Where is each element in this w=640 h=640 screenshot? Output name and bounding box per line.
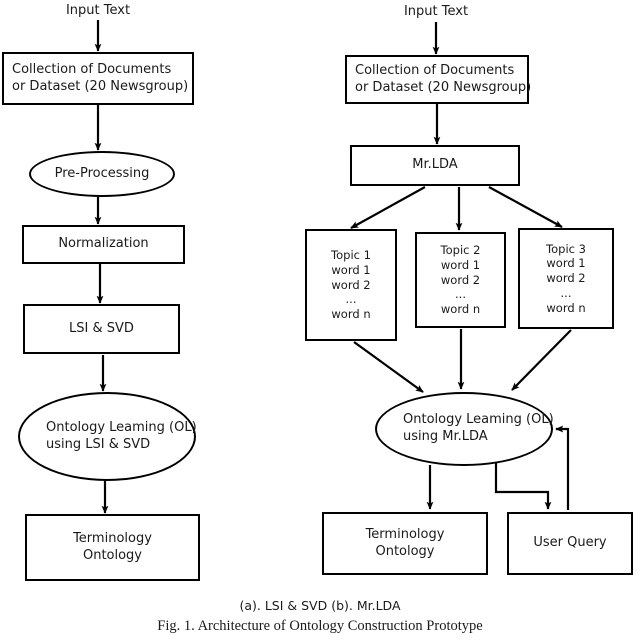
topic1-line-0: Topic 1: [331, 248, 371, 263]
topic1-line-2: word 2: [331, 277, 371, 292]
collection-a-line2: or Dataset (20 Newsgroup): [12, 78, 189, 94]
topic3-line-4: word n: [546, 300, 586, 315]
input-text-label-a: Input Text: [48, 1, 148, 21]
ontology-learning-b-line1: Ontology Leaming (OL): [403, 412, 554, 428]
topic3-line-2: word 2: [546, 271, 586, 286]
edge-topic1-to-ontology: [353, 341, 424, 393]
input-text-label-b: Input Text: [386, 2, 486, 22]
terminology-ontology-box-a[interactable]: Terminology Ontology: [25, 514, 200, 581]
topic2-line-1: word 1: [440, 257, 481, 272]
edge-topic3-to-ontology: [511, 329, 572, 391]
ontology-learning-ellipse-a[interactable]: Ontology Leaming (OL) using LSI & SVD: [18, 392, 197, 481]
ontology-learning-a-line1: Ontology Leaming (OL): [46, 419, 197, 435]
topic2-line-2: word 2: [440, 272, 481, 287]
input-text-b-text: Input Text: [403, 3, 469, 19]
topic2-line-3: ...: [455, 287, 466, 302]
user-query-box-b[interactable]: User Query: [507, 512, 633, 575]
collection-b-line1: Collection of Documents: [355, 62, 515, 78]
terminology-ontology-b-line2: Ontology: [375, 543, 435, 559]
mrlda-box-b[interactable]: Mr.LDA: [350, 145, 520, 186]
mrlda-b-text: Mr.LDA: [412, 157, 458, 173]
pre-processing-a-text: Pre-Processing: [54, 165, 150, 181]
terminology-ontology-b-line1: Terminology: [365, 526, 445, 542]
collection-of-documents-box-b[interactable]: Collection of Documents or Dataset (20 N…: [345, 55, 532, 104]
normalization-box-a[interactable]: Normalization: [22, 225, 185, 264]
topic3-line-1: word 1: [546, 256, 586, 271]
lsi-svd-box-a[interactable]: LSI & SVD: [23, 304, 180, 354]
figure-subcaption: (a). LSI & SVD (b). Mr.LDA: [239, 598, 401, 613]
terminology-ontology-box-b[interactable]: Terminology Ontology: [322, 512, 488, 575]
ontology-learning-ellipse-b[interactable]: Ontology Leaming (OL) using Mr.LDA: [375, 392, 554, 466]
topic2-line-0: Topic 2: [440, 243, 481, 258]
pre-processing-ellipse-a[interactable]: Pre-Processing: [29, 151, 175, 197]
edge-mrlda-to-topic1: [350, 186, 426, 229]
figure-caption: Fig. 1. Architecture of Ontology Constru…: [157, 618, 483, 634]
terminology-ontology-a-line1: Terminology: [73, 530, 152, 546]
ontology-learning-a-line2: using LSI & SVD: [46, 436, 151, 452]
collection-b-line2: or Dataset (20 Newsgroup): [355, 79, 532, 95]
terminology-ontology-a-line2: Ontology: [82, 547, 143, 563]
edge-user-query-to-ontology: [555, 425, 570, 510]
topic1-line-1: word 1: [331, 262, 371, 277]
edge-mrlda-to-topic3: [488, 186, 563, 228]
topic3-box-b[interactable]: Topic 3 word 1 word 2 ... word n: [518, 228, 614, 329]
topic1-line-3: ...: [345, 292, 357, 307]
edge-ontology-to-user-query: [494, 463, 552, 510]
input-text-a-text: Input Text: [65, 2, 131, 18]
topic2-box-b[interactable]: Topic 2 word 1 word 2 ... word n: [415, 232, 506, 328]
topic1-box-b[interactable]: Topic 1 word 1 word 2 ... word n: [305, 229, 397, 341]
topic2-line-4: word n: [440, 302, 481, 317]
ontology-learning-b-line2: using Mr.LDA: [403, 429, 488, 444]
topic3-line-3: ...: [560, 285, 572, 300]
topic1-line-4: word n: [331, 307, 371, 322]
normalization-a-text: Normalization: [58, 236, 149, 252]
collection-a-line1: Collection of Documents: [12, 61, 172, 77]
topic3-line-0: Topic 3: [546, 241, 586, 256]
user-query-b-text: User Query: [533, 535, 607, 551]
collection-of-documents-box-a[interactable]: Collection of Documents or Dataset (20 N…: [2, 52, 194, 105]
lsi-svd-a-text: LSI & SVD: [69, 320, 134, 336]
